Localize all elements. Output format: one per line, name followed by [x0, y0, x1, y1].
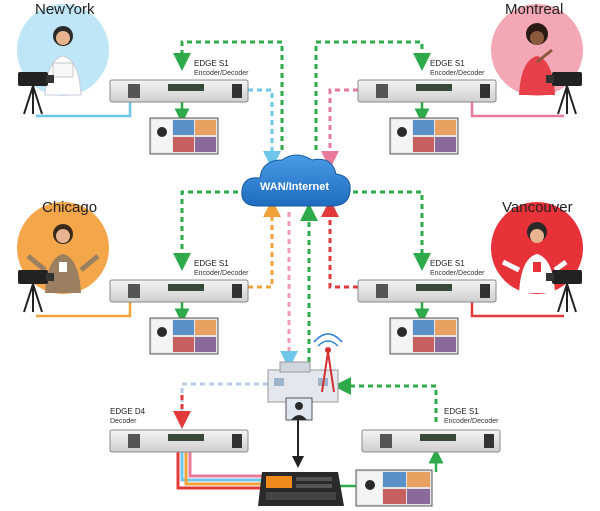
device-role: Decoder	[110, 418, 137, 425]
device-role: Encoder/Decoder	[444, 418, 499, 425]
studio-to-decoder	[180, 382, 268, 420]
encoder-to-tower	[333, 377, 438, 422]
monitor-icon	[149, 117, 219, 155]
device-name: EDGE S1	[194, 259, 229, 268]
camera-icon	[18, 72, 54, 115]
studio-building-icon	[267, 361, 339, 403]
return-feed-vancouver	[335, 190, 431, 271]
device-role: Encoder/Decoder	[194, 270, 249, 277]
device-montreal: EDGE S1 Encoder/Decoder	[357, 59, 497, 103]
presenter-icon	[44, 26, 82, 96]
presenter-icon	[501, 222, 568, 293]
device-name: EDGE S1	[444, 407, 479, 416]
return-feed-newyork	[173, 40, 284, 150]
presenter-chicago	[17, 202, 109, 294]
return-feed-chicago	[173, 190, 265, 271]
connection-lines	[173, 40, 438, 429]
camera-icon	[18, 270, 54, 313]
monitor-icon	[389, 117, 459, 155]
feed-vancouver	[321, 199, 358, 289]
device-name: EDGE S1	[430, 259, 465, 268]
device-name: EDGE S1	[430, 59, 465, 68]
feed-montreal	[321, 88, 358, 169]
device-vancouver: EDGE S1 Encoder/Decoder	[357, 259, 497, 303]
device-chicago: EDGE S1 Encoder/Decoder	[109, 259, 249, 303]
device-newyork: EDGE S1 Encoder/Decoder	[109, 59, 249, 103]
site-label-newyork: NewYork	[35, 1, 95, 18]
device-decoder: EDGE D4 Decoder	[109, 407, 249, 453]
camera-icon	[546, 72, 582, 115]
site-label-montreal: Montreal	[505, 1, 563, 18]
presenter-icon	[519, 23, 555, 95]
site-label-chicago: Chicago	[42, 199, 97, 216]
device-role: Encoder/Decoder	[194, 70, 249, 77]
feed-newyork	[248, 88, 281, 169]
cloud-icon	[241, 154, 351, 207]
broadcast-tower-icon	[313, 333, 343, 393]
device-role: Encoder/Decoder	[430, 70, 485, 77]
camera-icon	[546, 270, 582, 313]
feed-chicago	[248, 199, 281, 289]
presenter-icon	[26, 224, 100, 293]
cloud-label: WAN/Internet	[260, 181, 329, 193]
studio-anchor-monitor	[285, 397, 313, 421]
monitor-icon	[355, 469, 433, 507]
monitor-icon	[149, 317, 219, 355]
camera-lines	[36, 102, 564, 490]
device-role: Encoder/Decoder	[430, 270, 485, 277]
device-name: EDGE D4	[110, 407, 146, 416]
return-feed-montreal	[314, 40, 431, 150]
site-label-vancouver: Vancouver	[502, 199, 573, 216]
monitor-icon	[389, 317, 459, 355]
device-studio-encoder: EDGE S1 Encoder/Decoder	[361, 407, 501, 453]
video-switcher-icon	[258, 472, 344, 506]
device-name: EDGE S1	[194, 59, 229, 68]
